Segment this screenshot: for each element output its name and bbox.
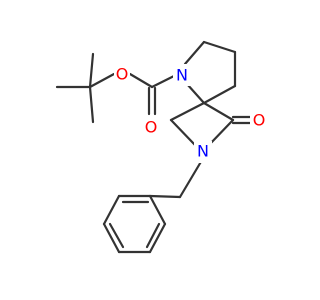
bond-benzene-inner-c xyxy=(145,222,161,249)
bond-benzyl-ch2-ring xyxy=(148,194,182,199)
bond-tbu-methyl-bottom xyxy=(88,85,95,124)
atom-label-n-azetidine: N xyxy=(194,141,212,163)
bond-benzene-inner-b xyxy=(108,222,125,249)
azetidinone-ring xyxy=(169,101,255,147)
atom-label-o-lactam: O xyxy=(250,110,268,132)
bond-benzene-5-6 xyxy=(148,222,167,254)
bond-spiro-n-pyrrolidine xyxy=(185,82,206,105)
atom-label-o-carbonyl-carbamate: O xyxy=(143,117,159,137)
bond-o-ester-carbonyl-carbon xyxy=(128,72,154,89)
bond-spiro-ch2 xyxy=(169,101,206,122)
bond-benzene-3-4 xyxy=(102,222,121,254)
bond-benzene-2-3 xyxy=(102,194,121,226)
atom-label-o-ester: O xyxy=(114,64,130,84)
pyrrolidine-ring xyxy=(183,40,237,105)
bond-carbonyl-carbon-n-pyrrolidine xyxy=(150,74,176,89)
bond-n-azetidine-benzyl-ch2 xyxy=(178,158,204,199)
bond-lactam-carbon-spiro xyxy=(202,101,235,122)
atom-symbol-o-carbonyl-carbamate: O xyxy=(145,118,158,137)
atom-symbol-n-pyrrolidine: N xyxy=(176,66,188,85)
atom-symbol-o-ester: O xyxy=(116,65,129,84)
molecule-structure-diagram: O O N O N xyxy=(55,40,268,254)
bond-pyrrolidine-c2-c3 xyxy=(202,40,237,54)
atom-symbol-n-azetidine: N xyxy=(197,142,209,161)
bond-tbu-methyl-top xyxy=(88,52,95,89)
bond-tbu-o-ester xyxy=(88,72,116,89)
bond-benzene-6-1 xyxy=(148,194,167,226)
boc-carbamate-group xyxy=(128,72,176,116)
tert-butyl-group xyxy=(55,52,116,124)
bond-ch2-n-azetidine xyxy=(169,118,197,147)
benzene-ring xyxy=(102,194,167,254)
bond-pyrrolidine-c4-spiro xyxy=(202,84,237,105)
bond-n-azetidine-lactam-carbon xyxy=(207,118,235,147)
bond-n-pyrrolidine-c2 xyxy=(183,40,206,66)
atom-symbol-o-lactam: O xyxy=(253,111,266,130)
atom-label-n-pyrrolidine: N xyxy=(173,64,191,86)
benzyl-group xyxy=(148,158,204,199)
